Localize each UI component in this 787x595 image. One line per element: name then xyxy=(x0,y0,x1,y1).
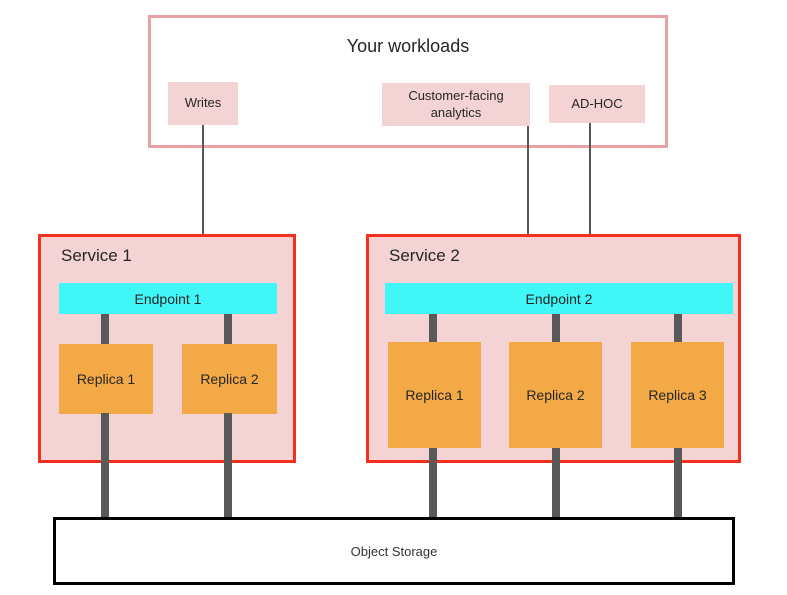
endpoint2-replica2-connector xyxy=(552,314,560,342)
endpoint2-replica1-connector xyxy=(429,314,437,342)
service1-box: Service 1 Endpoint 1 Replica 1 Replica 2 xyxy=(38,234,296,463)
arrow-line xyxy=(527,126,529,265)
customer-facing-analytics-node: Customer-facing analytics xyxy=(382,83,530,126)
arrow-line xyxy=(589,123,591,265)
service2-box: Service 2 Endpoint 2 Replica 1 Replica 2… xyxy=(366,234,741,463)
service1-replica1-storage-connector xyxy=(101,413,109,519)
arrow-line xyxy=(202,125,204,258)
service1-replica2: Replica 2 xyxy=(182,344,277,414)
service2-replica3-storage-connector xyxy=(674,448,682,519)
adhoc-node: AD-HOC xyxy=(549,85,645,123)
endpoint2-replica3-connector xyxy=(674,314,682,342)
service2-endpoint: Endpoint 2 xyxy=(385,283,733,314)
service1-title: Service 1 xyxy=(61,246,132,265)
object-storage-label: Object Storage xyxy=(350,543,438,559)
service2-replica2-label: Replica 2 xyxy=(526,387,585,403)
customer-facing-analytics-label: Customer-facing analytics xyxy=(408,88,504,120)
service2-replica2: Replica 2 xyxy=(509,342,602,448)
service1-replica1-label: Replica 1 xyxy=(76,371,136,387)
service1-replica2-label: Replica 2 xyxy=(200,371,259,387)
service2-replica3: Replica 3 xyxy=(631,342,724,448)
service2-replica2-storage-connector xyxy=(552,448,560,519)
service1-replica1: Replica 1 xyxy=(59,344,153,414)
writes-node: Writes xyxy=(168,82,238,125)
service1-endpoint: Endpoint 1 xyxy=(59,283,277,314)
service1-endpoint-label: Endpoint 1 xyxy=(134,290,202,307)
service1-replica2-storage-connector xyxy=(224,413,232,519)
writes-label: Writes xyxy=(184,95,222,111)
workloads-title: Your workloads xyxy=(346,36,470,56)
service2-replica1: Replica 1 xyxy=(388,342,481,448)
endpoint1-replica1-connector xyxy=(101,314,109,344)
service2-replica1-storage-connector xyxy=(429,448,437,519)
object-storage-box: Object Storage xyxy=(53,517,735,585)
service2-replica1-label: Replica 1 xyxy=(405,387,464,403)
service2-replica3-label: Replica 3 xyxy=(648,387,707,403)
service2-endpoint-label: Endpoint 2 xyxy=(525,290,593,307)
endpoint1-replica2-connector xyxy=(224,314,232,344)
workloads-group-box: Your workloads Writes Customer-facing an… xyxy=(148,15,668,148)
adhoc-label: AD-HOC xyxy=(571,95,623,111)
service2-title: Service 2 xyxy=(389,246,460,265)
